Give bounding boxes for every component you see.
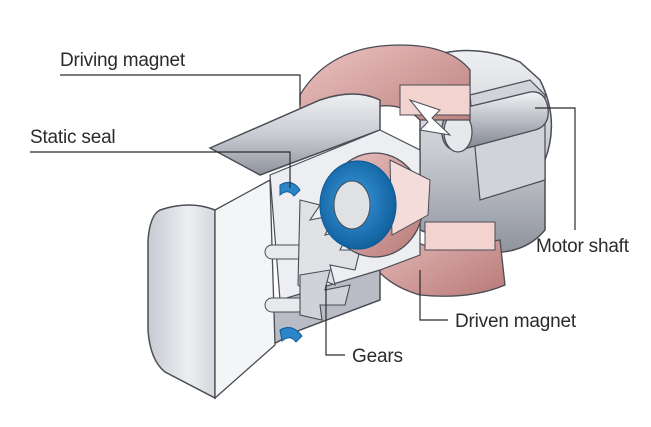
driving-magnet-label: Driving magnet	[60, 50, 186, 71]
static-seal-label: Static seal	[30, 127, 115, 148]
motor-shaft-leader	[535, 107, 576, 230]
magnetic-flux-arrows	[408, 98, 452, 136]
static-seal-leader	[30, 151, 291, 188]
motor-shaft-label: Motor shaft	[536, 236, 630, 257]
gears-leader	[325, 285, 345, 356]
driven-magnet	[319, 152, 431, 258]
static-seal	[279, 181, 303, 343]
motor-shaft	[441, 91, 549, 153]
gears-label: Gears	[352, 346, 403, 367]
driving-magnet-leader	[60, 74, 301, 105]
driven-magnet-leader	[419, 270, 448, 321]
driven-magnet-label: Driven magnet	[455, 311, 577, 332]
